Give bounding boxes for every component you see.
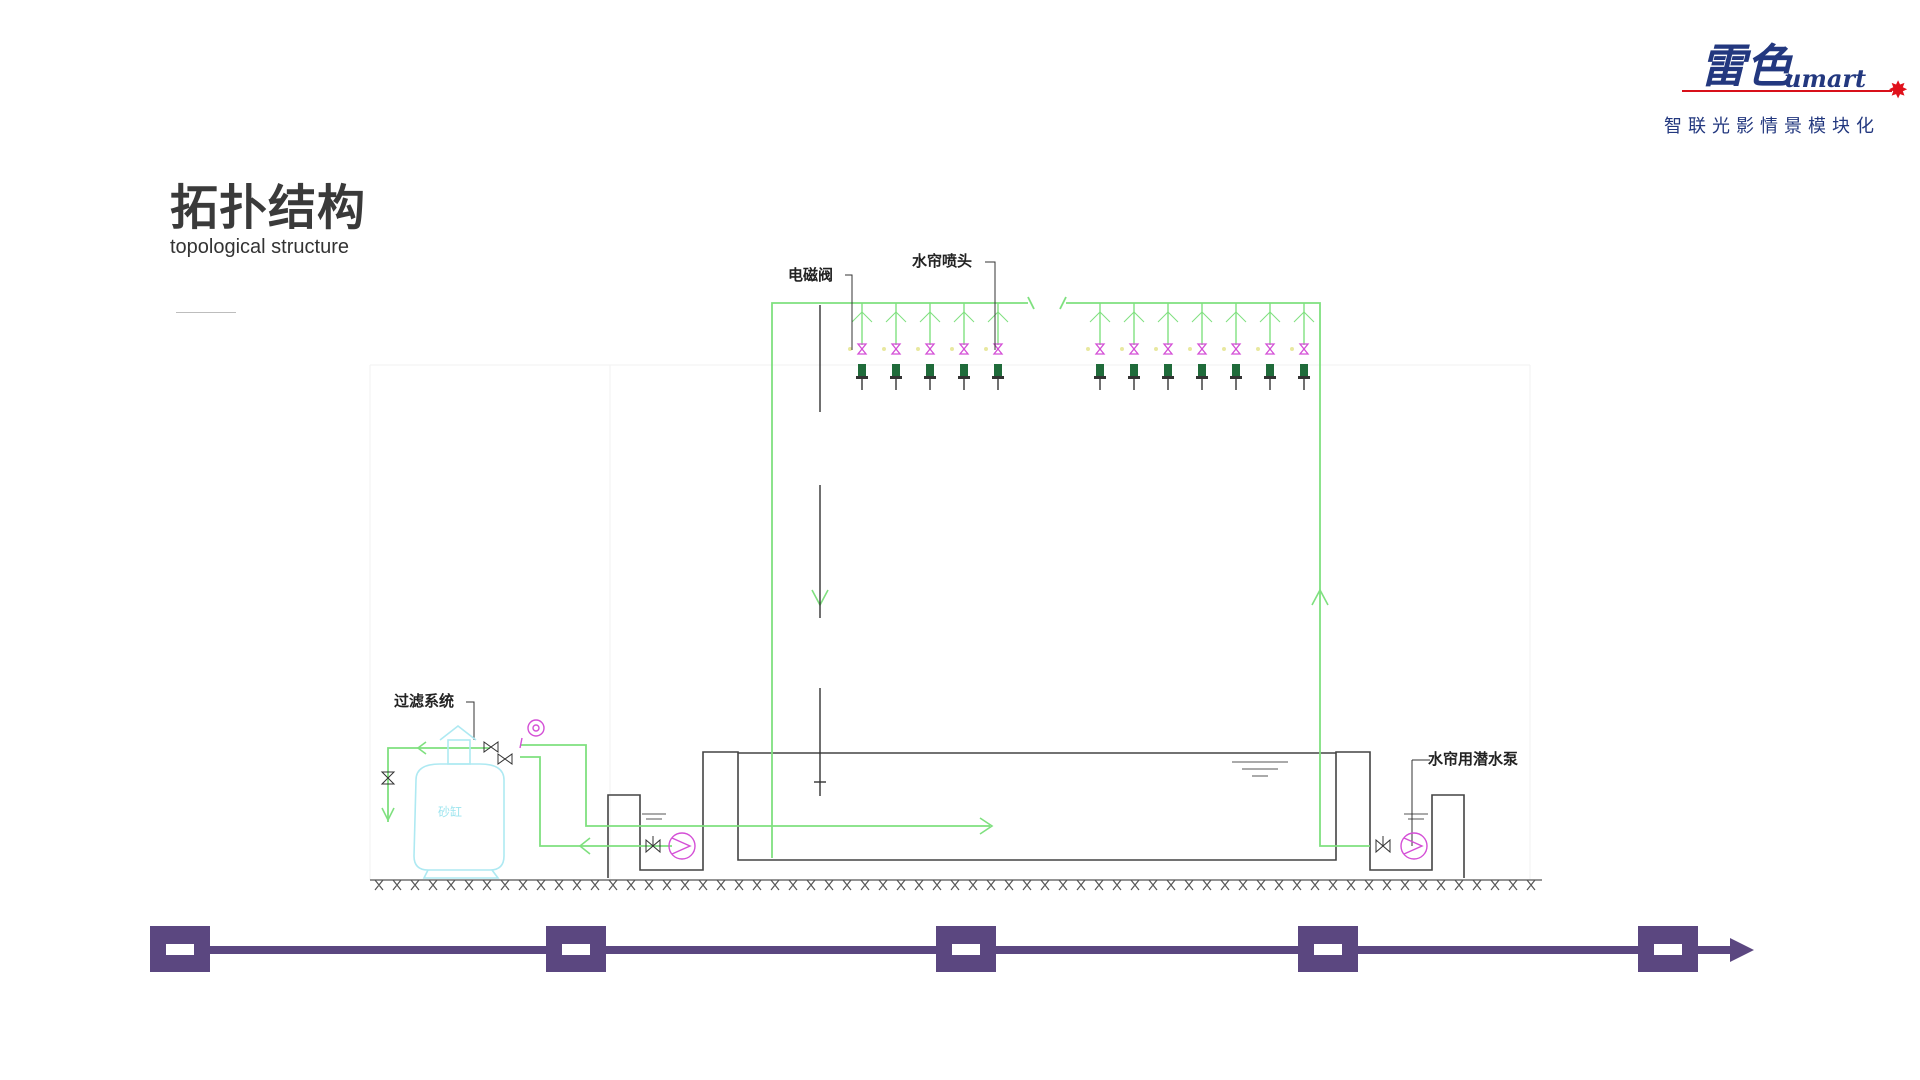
nozzle-unit [882, 303, 907, 390]
nozzle-unit [984, 303, 1009, 390]
solenoid-valve-icon [1264, 343, 1276, 355]
nozzle-icon [1300, 364, 1308, 376]
timeline-node-inner [166, 944, 194, 955]
filter-valves [380, 741, 513, 785]
nozzle-icon [1130, 364, 1138, 376]
timeline-node-inner [1314, 944, 1342, 955]
nozzle-icon [892, 364, 900, 376]
solenoid-valve-icon [958, 343, 970, 355]
pump-check-valves [645, 836, 1391, 854]
arrow-right-icon [1730, 938, 1754, 962]
faint-guides [369, 364, 1531, 880]
label-filter-system: 过滤系统 [394, 692, 454, 710]
solenoid-valve-icon [1128, 343, 1140, 355]
solenoid-valve-icon [1094, 343, 1106, 355]
nozzle-icon [926, 364, 934, 376]
logo-latin: umart [1784, 64, 1867, 93]
page-subtitle: topological structure [170, 236, 349, 258]
pressure-gauge-icon [519, 719, 545, 749]
nozzle-icon [994, 364, 1002, 376]
nozzle-unit [950, 303, 975, 390]
logo-script: 雷色 [1700, 39, 1792, 93]
nozzle-unit [1154, 303, 1179, 390]
basin-structure [607, 751, 1465, 878]
nozzle-unit [1188, 303, 1213, 390]
flow-arrows [381, 588, 1329, 855]
pipes [387, 296, 1370, 858]
solenoid-valve-icon [1230, 343, 1242, 355]
filter-tank-label: 砂缸 [438, 804, 462, 819]
title-divider [176, 312, 236, 313]
label-submersible-pump: 水帘用潜水泵 [1428, 750, 1518, 768]
nozzle-icon [1198, 364, 1206, 376]
label-curtain-nozzle: 水帘喷头 [912, 252, 972, 270]
center-line [814, 305, 826, 796]
nozzle-icon [960, 364, 968, 376]
nozzle-icon [1232, 364, 1240, 376]
label-solenoid-valve: 电磁阀 [788, 266, 833, 284]
timeline-node-inner [562, 944, 590, 955]
sand-filter-tank [413, 724, 505, 879]
nozzle-icon [1164, 364, 1172, 376]
ground [370, 879, 1542, 891]
solenoid-valve-icon [1162, 343, 1174, 355]
nozzle-unit [1222, 303, 1247, 390]
nozzle-unit [916, 303, 941, 390]
nozzle-array [848, 303, 1315, 390]
nozzle-unit [1256, 303, 1281, 390]
solenoid-valve-icon [992, 343, 1004, 355]
nozzle-unit [1086, 303, 1111, 390]
timeline-node-inner [1654, 944, 1682, 955]
nozzle-unit [848, 303, 873, 390]
solenoid-valve-icon [1298, 343, 1310, 355]
solenoid-valve-icon [1196, 343, 1208, 355]
solenoid-valve-icon [890, 343, 902, 355]
brand-logo: 雷色 umart ✸ 智联光影情景模块化 [1660, 30, 1920, 140]
nozzle-icon [1096, 364, 1104, 376]
logo-underline [1682, 90, 1892, 92]
submersible-pump-right [1400, 832, 1428, 860]
submersible-pump-left [668, 832, 696, 860]
timeline [150, 926, 1754, 972]
label-leaders [466, 261, 1430, 846]
timeline-node-inner [952, 944, 980, 955]
nozzle-icon [858, 364, 866, 376]
solenoid-valve-icon [924, 343, 936, 355]
solenoid-valve-icon [856, 343, 868, 355]
logo-star-icon: ✸ [1888, 76, 1909, 104]
water-level-marks [642, 761, 1428, 820]
nozzle-unit [1120, 303, 1145, 390]
nozzle-icon [1266, 364, 1274, 376]
logo-tagline: 智联光影情景模块化 [1664, 116, 1880, 137]
nozzle-unit [1290, 303, 1315, 390]
page-title: 拓扑结构 [170, 180, 367, 236]
